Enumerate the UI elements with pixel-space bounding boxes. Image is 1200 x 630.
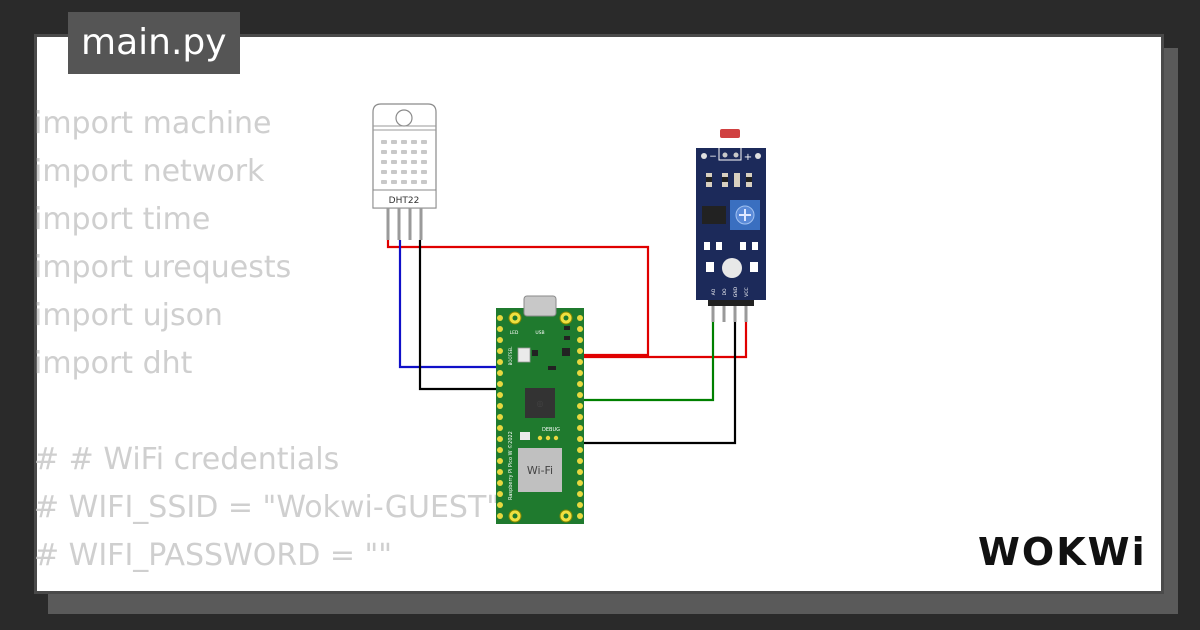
file-tab[interactable]: main.py [68, 12, 240, 74]
debug-label: DEBUG [542, 427, 560, 433]
photoresistor [720, 129, 740, 138]
rp2040-chip [525, 388, 555, 418]
pin-label-gnd: GND [733, 286, 739, 297]
code-line: # WIFI_SSID = "Wokwi-GUEST" [34, 490, 501, 525]
wire-red-ldr-vcc[interactable] [578, 322, 748, 359]
comparator-chip [702, 206, 726, 224]
bootsel-label: BOOTSEL [508, 346, 513, 365]
dht22-sensor[interactable]: DHT22 [372, 103, 437, 240]
wires [386, 240, 748, 445]
wire-blue-dht-data[interactable] [398, 240, 500, 369]
svg-text:◎: ◎ [537, 399, 544, 408]
wire-green-ldr-ao[interactable] [578, 322, 715, 402]
code-line: import network [34, 154, 265, 189]
code-line: import urequests [34, 250, 292, 285]
usb-connector [523, 295, 557, 317]
wokwi-logo-text: WOKWi [978, 530, 1147, 574]
wire-black-dht-gnd[interactable] [418, 240, 500, 391]
code-line: import time [34, 202, 211, 237]
pin-label-vcc: VCC [744, 287, 750, 296]
code-background: import machine import network import tim… [34, 100, 1124, 580]
code-line: # # WiFi credentials [34, 442, 340, 477]
pin-label-ao: AO [711, 288, 717, 295]
wifi-label: Wi-Fi [527, 464, 553, 477]
ldr-module[interactable]: − + AO DO GND VCC [696, 129, 766, 322]
usb-label: USB [535, 330, 544, 336]
board-text: Raspberry Pi Pico W ©2022 [507, 431, 514, 500]
minus-label: − [709, 152, 717, 162]
led-label: LED [510, 330, 519, 336]
wire-red-dht-vcc[interactable] [386, 240, 650, 357]
code-line: import machine [34, 106, 272, 141]
code-line: import ujson [34, 298, 223, 333]
dht22-label: DHT22 [389, 196, 420, 206]
code-line: # WIFI_PASSWORD = "" [34, 538, 393, 573]
pin-label-do: DO [722, 288, 728, 295]
wifi-module [518, 448, 562, 492]
pico-w-board[interactable]: USB LED BOOTSEL [496, 295, 584, 524]
preview-card [34, 34, 1164, 594]
bootsel-button[interactable] [517, 347, 531, 363]
wire-black-ldr-gnd[interactable] [578, 322, 737, 445]
plus-label: + [744, 152, 752, 163]
wokwi-logo: WOKWi [978, 530, 1147, 574]
code-line: import dht [34, 346, 193, 381]
